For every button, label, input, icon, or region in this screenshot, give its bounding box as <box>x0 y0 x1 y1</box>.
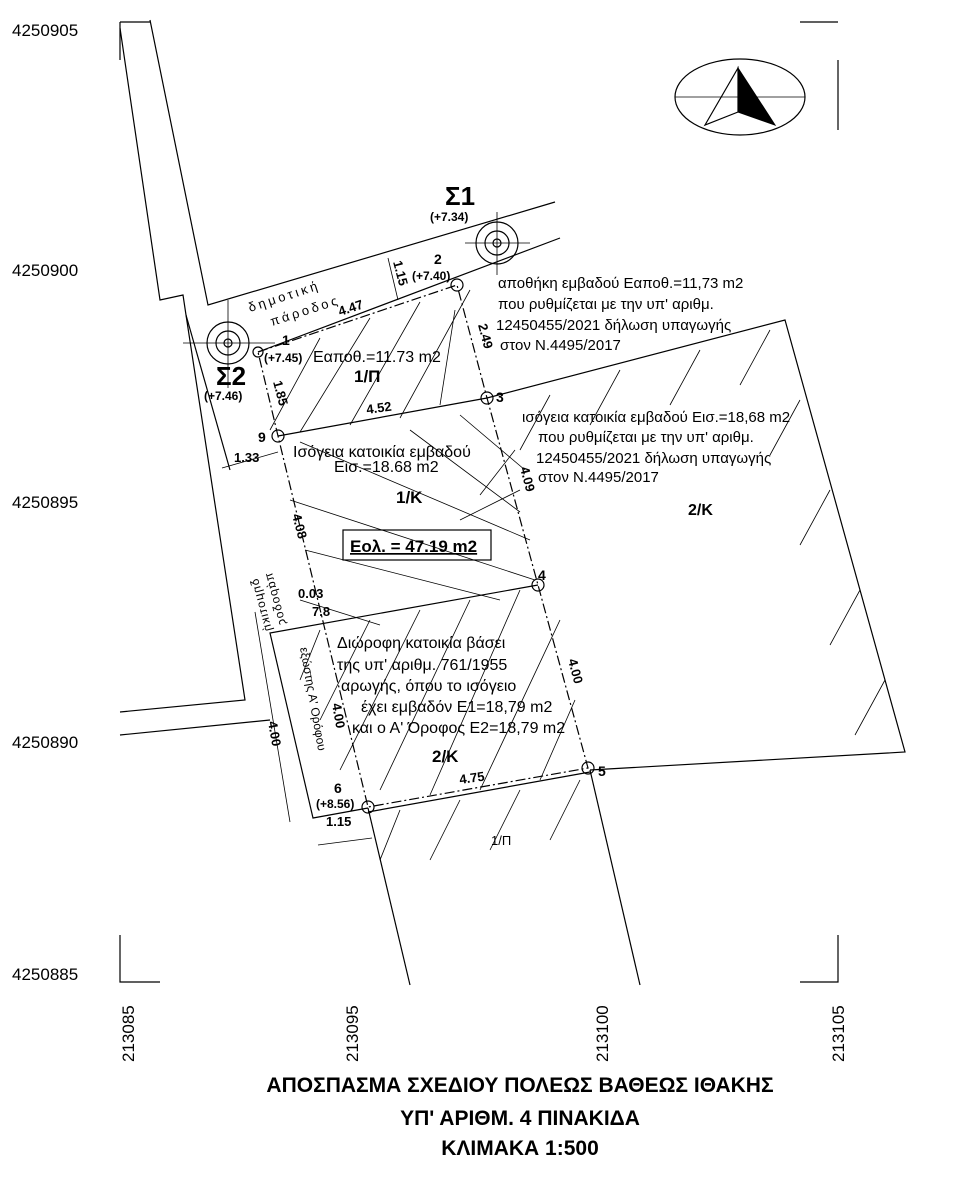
title-line-3: ΚΛΙΜΑΚΑ 1:500 <box>441 1137 599 1160</box>
dimension: 1.33 <box>234 450 259 465</box>
point-elevation: (+8.56) <box>316 797 354 811</box>
benchmark-elevation: (+7.34) <box>430 210 468 224</box>
total-area-box <box>342 529 492 561</box>
benchmark-label: Σ2 <box>216 361 246 391</box>
balcony-label: εξώστης Α' Ορόφου <box>297 646 329 752</box>
note-line: έχει εμβαδόν Ε1=18,79 m2 <box>361 699 552 716</box>
point-elevation: (+7.45) <box>264 351 302 365</box>
dimension: 4.75 <box>458 769 485 787</box>
y-tick-label: 4250895 <box>12 493 78 512</box>
point-label: 1 <box>282 332 290 348</box>
benchmark-label: Σ1 <box>445 181 475 211</box>
note-line: στον Ν.4495/2017 <box>500 337 621 354</box>
y-tick-label: 4250900 <box>12 261 78 280</box>
road-boundaries <box>119 19 906 986</box>
dimension: 4.08 <box>289 512 310 540</box>
note-line: και ο Α' Όροφος Ε2=18,79 m2 <box>352 720 565 737</box>
dimension: 4.47 <box>336 297 365 319</box>
point-label: 4 <box>538 567 546 583</box>
note-line: Διώροφη κατοικία βάσει <box>337 635 506 652</box>
point-label: 6 <box>334 780 342 796</box>
benchmark-elevation: (+7.46) <box>204 389 242 403</box>
x-tick-label: 213100 <box>593 1005 612 1062</box>
y-tick-label: 4250890 <box>12 733 78 752</box>
dimension: 4.52 <box>365 399 392 417</box>
dimension: 1.15 <box>390 259 411 287</box>
dimension: 4.09 <box>517 465 538 493</box>
point-label: 3 <box>496 389 504 405</box>
y-tick-label: 4250885 <box>12 965 78 984</box>
frame-corners <box>119 21 839 983</box>
dimension: 1.15 <box>326 814 351 829</box>
parcel-code: 1/Π <box>491 833 511 848</box>
x-tick-label: 213095 <box>343 1005 362 1062</box>
dimension: 2.49 <box>475 322 496 350</box>
benchmark-sigma1-icon <box>465 212 530 275</box>
total-area-label: Εολ. = 47.19 m2 <box>350 537 477 556</box>
dimension: 4.00 <box>329 702 348 730</box>
point-label: 2 <box>434 251 442 267</box>
note-line: ισόγεια κατοικία εμβαδού Εισ.=18,68 m2 <box>522 409 790 426</box>
storage-area-label: Εαποθ.=11.73 m2 <box>313 349 441 366</box>
note-line: που ρυθμίζεται με την υπ' αριθμ. <box>538 429 754 446</box>
parcel-code: 2/K <box>688 502 713 519</box>
dimension: 1.85 <box>270 379 291 407</box>
note-line: αποθήκη εμβαδού Εαποθ.=11,73 m2 <box>498 275 743 292</box>
note-line: στον Ν.4495/2017 <box>538 469 659 486</box>
point-label: 5 <box>598 763 606 779</box>
hatch-lines <box>269 289 886 861</box>
note-line: που ρυθμίζεται με την υπ' αριθμ. <box>498 296 714 313</box>
parcel-code: 2/K <box>432 747 459 766</box>
x-tick-label: 213105 <box>829 1005 848 1062</box>
north-arrow-icon <box>674 58 806 136</box>
point-label: 9 <box>258 429 266 445</box>
ground-floor-label: Ισόγεια κατοικία εμβαδού <box>293 444 471 461</box>
note-line: αρωγής, όπου το ισόγειο <box>341 678 516 695</box>
note-line: 12450455/2021 δήλωση υπαγωγής <box>496 317 731 334</box>
note-line: της υπ' αριθμ. 761/1955 <box>337 657 507 674</box>
parcel-code: 1/Π <box>354 367 380 386</box>
note-line: 12450455/2021 δήλωση υπαγωγής <box>536 450 771 467</box>
dimension: 0.03 <box>298 586 323 601</box>
point-elevation: (+7.40) <box>412 269 450 283</box>
x-tick-label: 213085 <box>119 1005 138 1062</box>
ground-note: ισόγεια κατοικία εμβαδού Εισ.=18,68 m2 π… <box>522 409 790 486</box>
dimension: 7.8 <box>312 604 330 619</box>
title-line-1: ΑΠΟΣΠΑΣΜΑ ΣΧΕΔΙΟΥ ΠΟΛΕΩΣ ΒΑΘΕΩΣ ΙΘΑΚΗΣ <box>266 1074 774 1097</box>
storage-note: αποθήκη εμβαδού Εαποθ.=11,73 m2 που ρυθμ… <box>496 275 743 354</box>
y-tick-label: 4250905 <box>12 21 78 40</box>
dimension: 4.00 <box>265 720 284 748</box>
title-line-2: ΥΠ' ΑΡΙΘΜ. 4 ΠΙΝΑΚΙΔΑ <box>400 1107 640 1130</box>
benchmark-sigma2-icon <box>183 300 275 388</box>
two-storey-note: Διώροφη κατοικία βάσει της υπ' αριθμ. 76… <box>337 635 565 737</box>
ground-floor-area: Εισ.=18.68 m2 <box>334 459 439 476</box>
parcel-code: 1/K <box>396 488 423 507</box>
dimension: 4.00 <box>565 657 586 685</box>
survey-points <box>252 278 595 814</box>
